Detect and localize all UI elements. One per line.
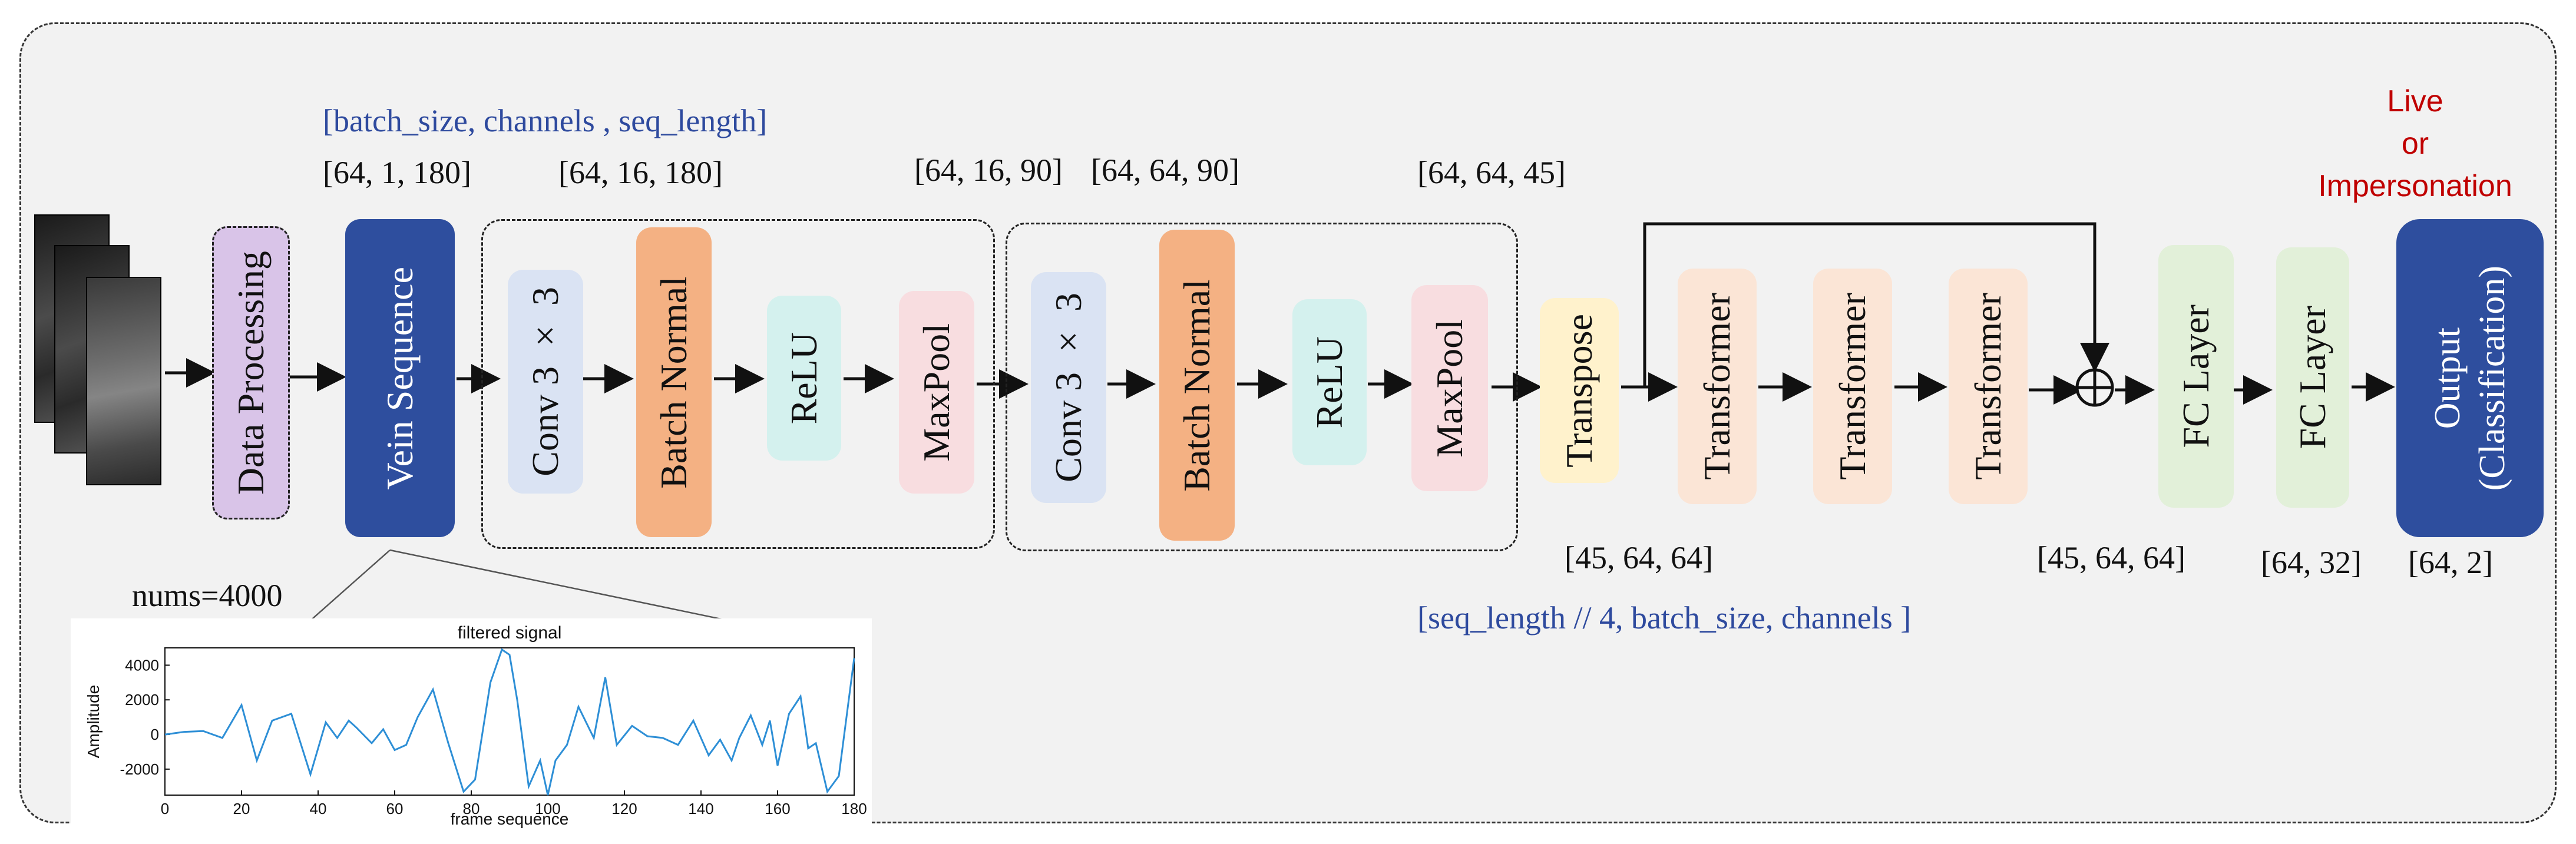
class-impersonation: Impersonation (2318, 169, 2512, 203)
relu2-block: ReLU (1292, 299, 1367, 465)
y-tick-label: -2000 (120, 760, 160, 778)
transformer2-block: Transformer (1813, 269, 1892, 504)
data-processing-block: Data Processing (212, 226, 290, 519)
skip-connection (1643, 222, 2109, 387)
shape-format-label: [batch_size, channels , seq_length] (323, 103, 768, 138)
relu2-label: ReLU (1308, 336, 1350, 429)
data-processing-label: Data Processing (230, 250, 272, 495)
output-label-line2: (Classification) (2472, 265, 2512, 491)
vein-sequence-label: Vein Sequence (379, 266, 421, 490)
y-tick-label: 0 (151, 726, 159, 743)
transpose-block: Transpose (1540, 298, 1619, 483)
output-block: Output(Classification) (2396, 219, 2544, 537)
relu1-block: ReLU (767, 296, 841, 461)
maxpool1-label: MaxPool (915, 323, 957, 462)
signal-line (164, 648, 855, 796)
relu1-label: ReLU (783, 332, 825, 425)
x-tick-label: 40 (310, 800, 327, 817)
class-or: or (2401, 127, 2429, 161)
transpose-label: Transpose (1558, 313, 1600, 468)
x-tick-label: 0 (161, 800, 169, 817)
conv-block-2-group (1006, 223, 1518, 551)
x-tick-label: 120 (611, 800, 637, 817)
output-classes-label: Live or Impersonation (2297, 80, 2533, 207)
conv2-label: Conv 3 × 3 (1047, 293, 1089, 482)
shape-label-s3: [64, 16, 90] (914, 153, 1063, 188)
input-frame-3 (86, 277, 161, 485)
conv2-block: Conv 3 × 3 (1031, 272, 1106, 503)
fc1-label: FC Layer (2175, 304, 2217, 448)
shape-format-label-2: [seq_length // 4, batch_size, channels ] (1417, 600, 1912, 636)
fc2-label: FC Layer (2291, 306, 2333, 449)
vein-sequence-block: Vein Sequence (345, 219, 455, 537)
output-label-line1: Output (2428, 327, 2468, 429)
x-tick-label: 60 (386, 800, 404, 817)
x-tick-label: 160 (765, 800, 790, 817)
bn2-block: Batch Normal (1159, 230, 1235, 541)
chart-title: filtered signal (458, 623, 562, 643)
transformer3-label: Transformer (1967, 293, 2009, 480)
fc1-block: FC Layer (2158, 245, 2234, 508)
x-axis-label: frame sequence (451, 810, 569, 828)
conv1-label: Conv 3 × 3 (524, 287, 566, 476)
maxpool2-label: MaxPool (1428, 319, 1470, 458)
transformer3-block: Transformer (1949, 269, 2028, 504)
shape-label-s4: [64, 64, 90] (1091, 153, 1239, 188)
x-tick-label: 180 (841, 800, 867, 817)
maxpool1-block: MaxPool (899, 291, 974, 494)
x-tick-label: 80 (463, 800, 480, 817)
y-tick-label: 2000 (125, 691, 159, 709)
output-label: Output(Classification) (2425, 266, 2515, 491)
x-tick-label: 140 (688, 800, 713, 817)
y-axis-label: Amplitude (84, 685, 102, 759)
bn1-label: Batch Normal (653, 276, 695, 489)
shape-label-s9: [64, 2] (2408, 545, 2493, 580)
filtered-signal-chart: filtered signal 0 20 40 60 80 100 120 140 160 180… (71, 618, 872, 830)
x-tick-label: 20 (233, 800, 250, 817)
bn2-label: Batch Normal (1176, 279, 1218, 492)
shape-label-s8: [64, 32] (2261, 545, 2362, 580)
maxpool2-block: MaxPool (1411, 285, 1488, 491)
conv-block-1-group (481, 219, 995, 549)
nums-label: nums=4000 (132, 578, 283, 613)
transformer1-block: Transformer (1678, 269, 1757, 504)
shape-label-s7: [45, 64, 64] (2037, 540, 2185, 575)
conv1-block: Conv 3 × 3 (508, 270, 583, 494)
shape-label-s1: [64, 1, 180] (323, 155, 471, 190)
shape-label-s6: [45, 64, 64] (1565, 540, 1713, 575)
plot-area (164, 647, 855, 796)
bn1-block: Batch Normal (636, 227, 712, 537)
axis-ticks: 0 20 40 60 80 100 120 140 160 180 -2000 0 2000 4000 (120, 656, 867, 817)
shape-label-s5: [64, 64, 45] (1417, 155, 1566, 190)
transformer2-label: Transformer (1831, 293, 1873, 480)
transformer1-label: Transformer (1696, 293, 1738, 480)
shape-label-s2: [64, 16, 180] (558, 155, 723, 190)
class-live: Live (2387, 84, 2443, 118)
y-tick-label: 4000 (125, 656, 159, 674)
x-tick-label: 100 (535, 800, 560, 817)
fc2-block: FC Layer (2276, 247, 2349, 508)
